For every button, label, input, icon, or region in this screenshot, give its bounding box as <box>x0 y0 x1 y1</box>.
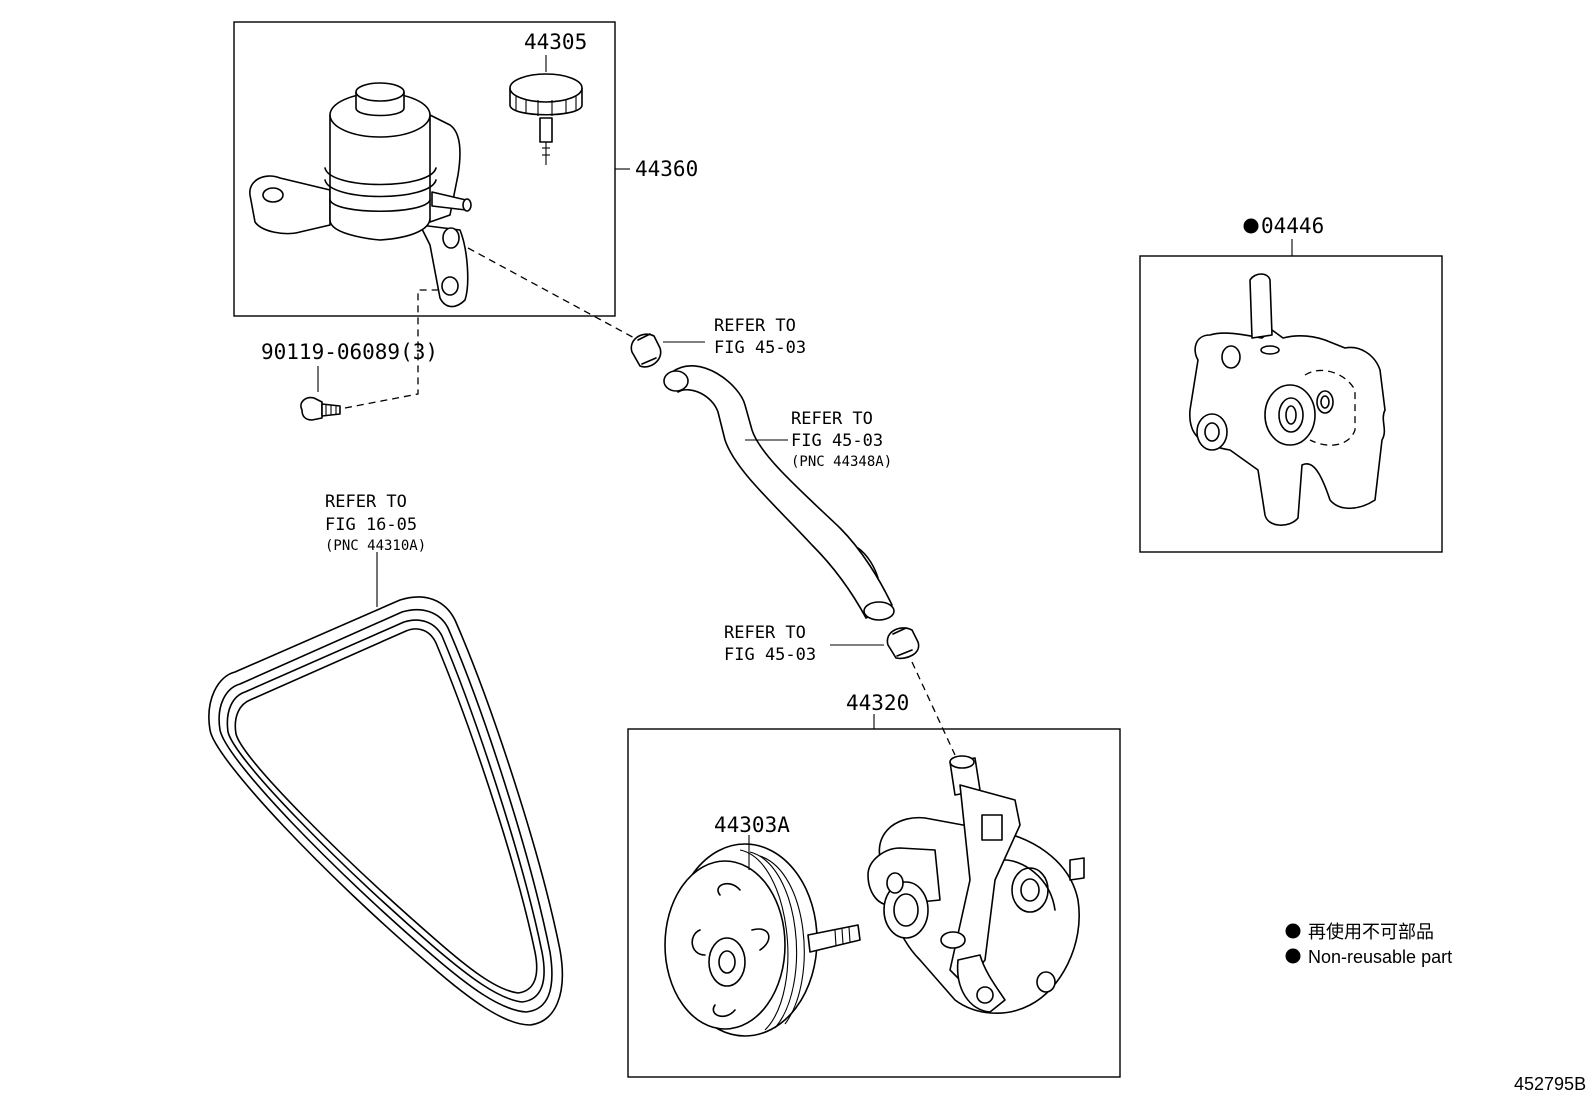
suction-hose-illustration <box>663 365 895 621</box>
power-steering-pump-illustration <box>867 755 1085 1014</box>
clamp-top-ref-line2: FIG 45-03 <box>714 338 806 358</box>
hose-ref-line1: REFER TO <box>791 409 873 429</box>
reservoir-cap-illustration <box>509 73 583 165</box>
clamp-to-pump-dashed-guide <box>911 661 956 756</box>
legend-text-jp: 再使用不可部品 <box>1308 922 1434 942</box>
legend-text-en: Non-reusable part <box>1308 947 1452 967</box>
part-number-90119-06089: 90119-06089(3) <box>261 340 438 364</box>
part-number-04446: 04446 <box>1261 214 1324 238</box>
belt-ref-line1: REFER TO <box>325 492 407 512</box>
seal-kit-box <box>1139 255 1443 553</box>
figure-id: 452795B <box>1514 1074 1586 1094</box>
clamp-top-ref-line1: REFER TO <box>714 316 796 336</box>
part-number-44305: 44305 <box>524 30 587 54</box>
part-number-44360: 44360 <box>635 157 698 181</box>
legend-bullet-en <box>1285 948 1301 964</box>
clamp-bottom-ref-line1: REFER TO <box>724 623 806 643</box>
clamp-bottom-ref-line2: FIG 45-03 <box>724 645 816 665</box>
bolt-illustration <box>300 396 341 421</box>
reservoir-tank-illustration <box>249 82 472 308</box>
belt-ref-line2: FIG 16-05 <box>325 515 417 535</box>
hose-ref-line2: FIG 45-03 <box>791 431 883 451</box>
drive-belt-illustration <box>208 596 564 1026</box>
hose-ref-line3: (PNC 44348A) <box>791 454 892 470</box>
legend-bullet-jp <box>1285 923 1301 939</box>
part-number-44303a: 44303A <box>714 813 790 837</box>
gasket-seal-kit-illustration <box>1189 273 1386 526</box>
bolt-dashed-guide <box>344 289 440 409</box>
pulley-illustration <box>664 843 861 1037</box>
hose-clamp-bottom-illustration <box>886 627 920 660</box>
non-reusable-marker-04446 <box>1243 218 1259 234</box>
hose-clamp-top-illustration <box>630 333 662 368</box>
part-number-44320: 44320 <box>846 691 909 715</box>
reservoir-to-clamp-dashed-guide <box>467 247 639 341</box>
belt-ref-line3: (PNC 44310A) <box>325 538 426 554</box>
